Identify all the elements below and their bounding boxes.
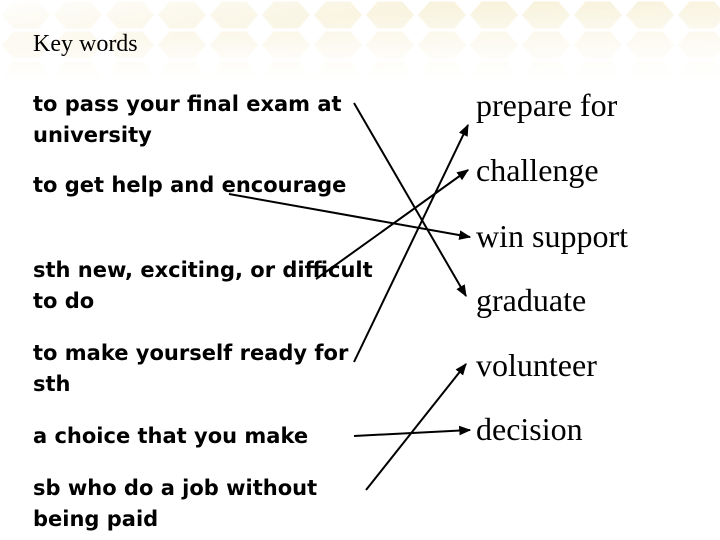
definition-3: sth new, exciting, or difficult to do: [33, 258, 373, 313]
word-prepare-for: prepare for: [476, 87, 618, 123]
hexagon-pattern-background: [0, 0, 720, 80]
word-graduate: graduate: [476, 282, 587, 318]
definition-6: sb who do a job without being paid: [33, 476, 318, 531]
word-decision: decision: [476, 411, 583, 447]
definition-2: to get help and encourage: [33, 173, 347, 197]
definition-4: to make yourself ready for sth: [33, 341, 349, 396]
word-win-support: win support: [476, 218, 628, 254]
match-line-volunteer: [365, 363, 467, 491]
definition-5: a choice that you make: [33, 424, 309, 448]
definition-1: to pass your final exam at university: [33, 92, 342, 147]
page-title: Key words: [33, 31, 138, 57]
match-line-prepare-for: [353, 123, 469, 363]
word-challenge: challenge: [476, 152, 599, 188]
word-volunteer: volunteer: [476, 347, 597, 383]
